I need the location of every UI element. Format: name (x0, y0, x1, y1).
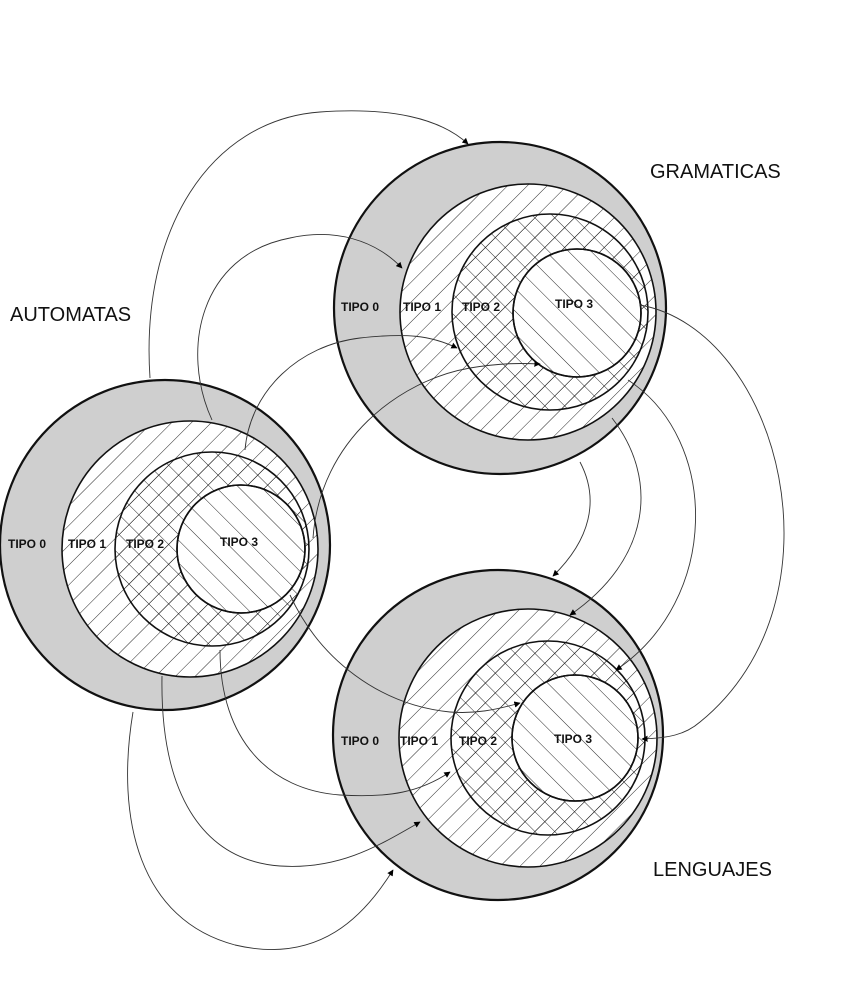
automatas-tipo1-label: TIPO 1 (68, 537, 106, 551)
arrow-gramaticas-to-lenguajes-tipo0 (552, 461, 591, 577)
arrow-gramaticas-to-lenguajes-tipo2 (615, 379, 696, 671)
gramaticas-nested-circles: TIPO 0 TIPO 1 TIPO 2 TIPO 3 (332, 140, 668, 476)
automatas-tipo2-label: TIPO 2 (126, 537, 164, 551)
automatas-label: AUTOMATAS (10, 304, 131, 326)
arrow-automatas-to-gramaticas-tipo0 (148, 110, 469, 379)
lenguajes-label: LENGUAJES (653, 859, 772, 881)
gramaticas-tipo0-label: TIPO 0 (341, 300, 379, 314)
arrow-automatas-to-lenguajes-tipo3 (289, 594, 521, 713)
arrow-gramaticas-to-lenguajes-tipo3 (639, 304, 785, 742)
arrow-automatas-to-lenguajes-tipo0 (127, 711, 394, 950)
gramaticas-tipo1-label: TIPO 1 (403, 300, 441, 314)
arrow-automatas-to-lenguajes-tipo2 (219, 649, 451, 797)
gramaticas-label: GRAMATICAS (650, 161, 781, 183)
automatas-tipo3-label: TIPO 3 (220, 535, 258, 549)
arrow-automatas-to-lenguajes-tipo1 (161, 675, 421, 867)
arrow-automatas-to-gramaticas-tipo1 (197, 234, 403, 421)
arrow-gramaticas-to-lenguajes-tipo1 (569, 417, 642, 616)
connecting-arrows (127, 110, 785, 950)
automatas-nested-circles: TIPO 0 TIPO 1 TIPO 2 TIPO 3 (0, 378, 332, 712)
lenguajes-tipo1-label: TIPO 1 (400, 734, 438, 748)
lenguajes-tipo0-label: TIPO 0 (341, 734, 379, 748)
lenguajes-tipo2-label: TIPO 2 (459, 734, 497, 748)
arrow-automatas-to-gramaticas-tipo2 (244, 335, 458, 451)
gramaticas-tipo3-label: TIPO 3 (555, 297, 593, 311)
lenguajes-nested-circles: TIPO 0 TIPO 1 TIPO 2 TIPO 3 (331, 568, 665, 902)
automatas-tipo0-label: TIPO 0 (8, 537, 46, 551)
gramaticas-tipo2-label: TIPO 2 (462, 300, 500, 314)
arrow-automatas-to-gramaticas-tipo3 (312, 360, 541, 539)
lenguajes-tipo3-label: TIPO 3 (554, 732, 592, 746)
